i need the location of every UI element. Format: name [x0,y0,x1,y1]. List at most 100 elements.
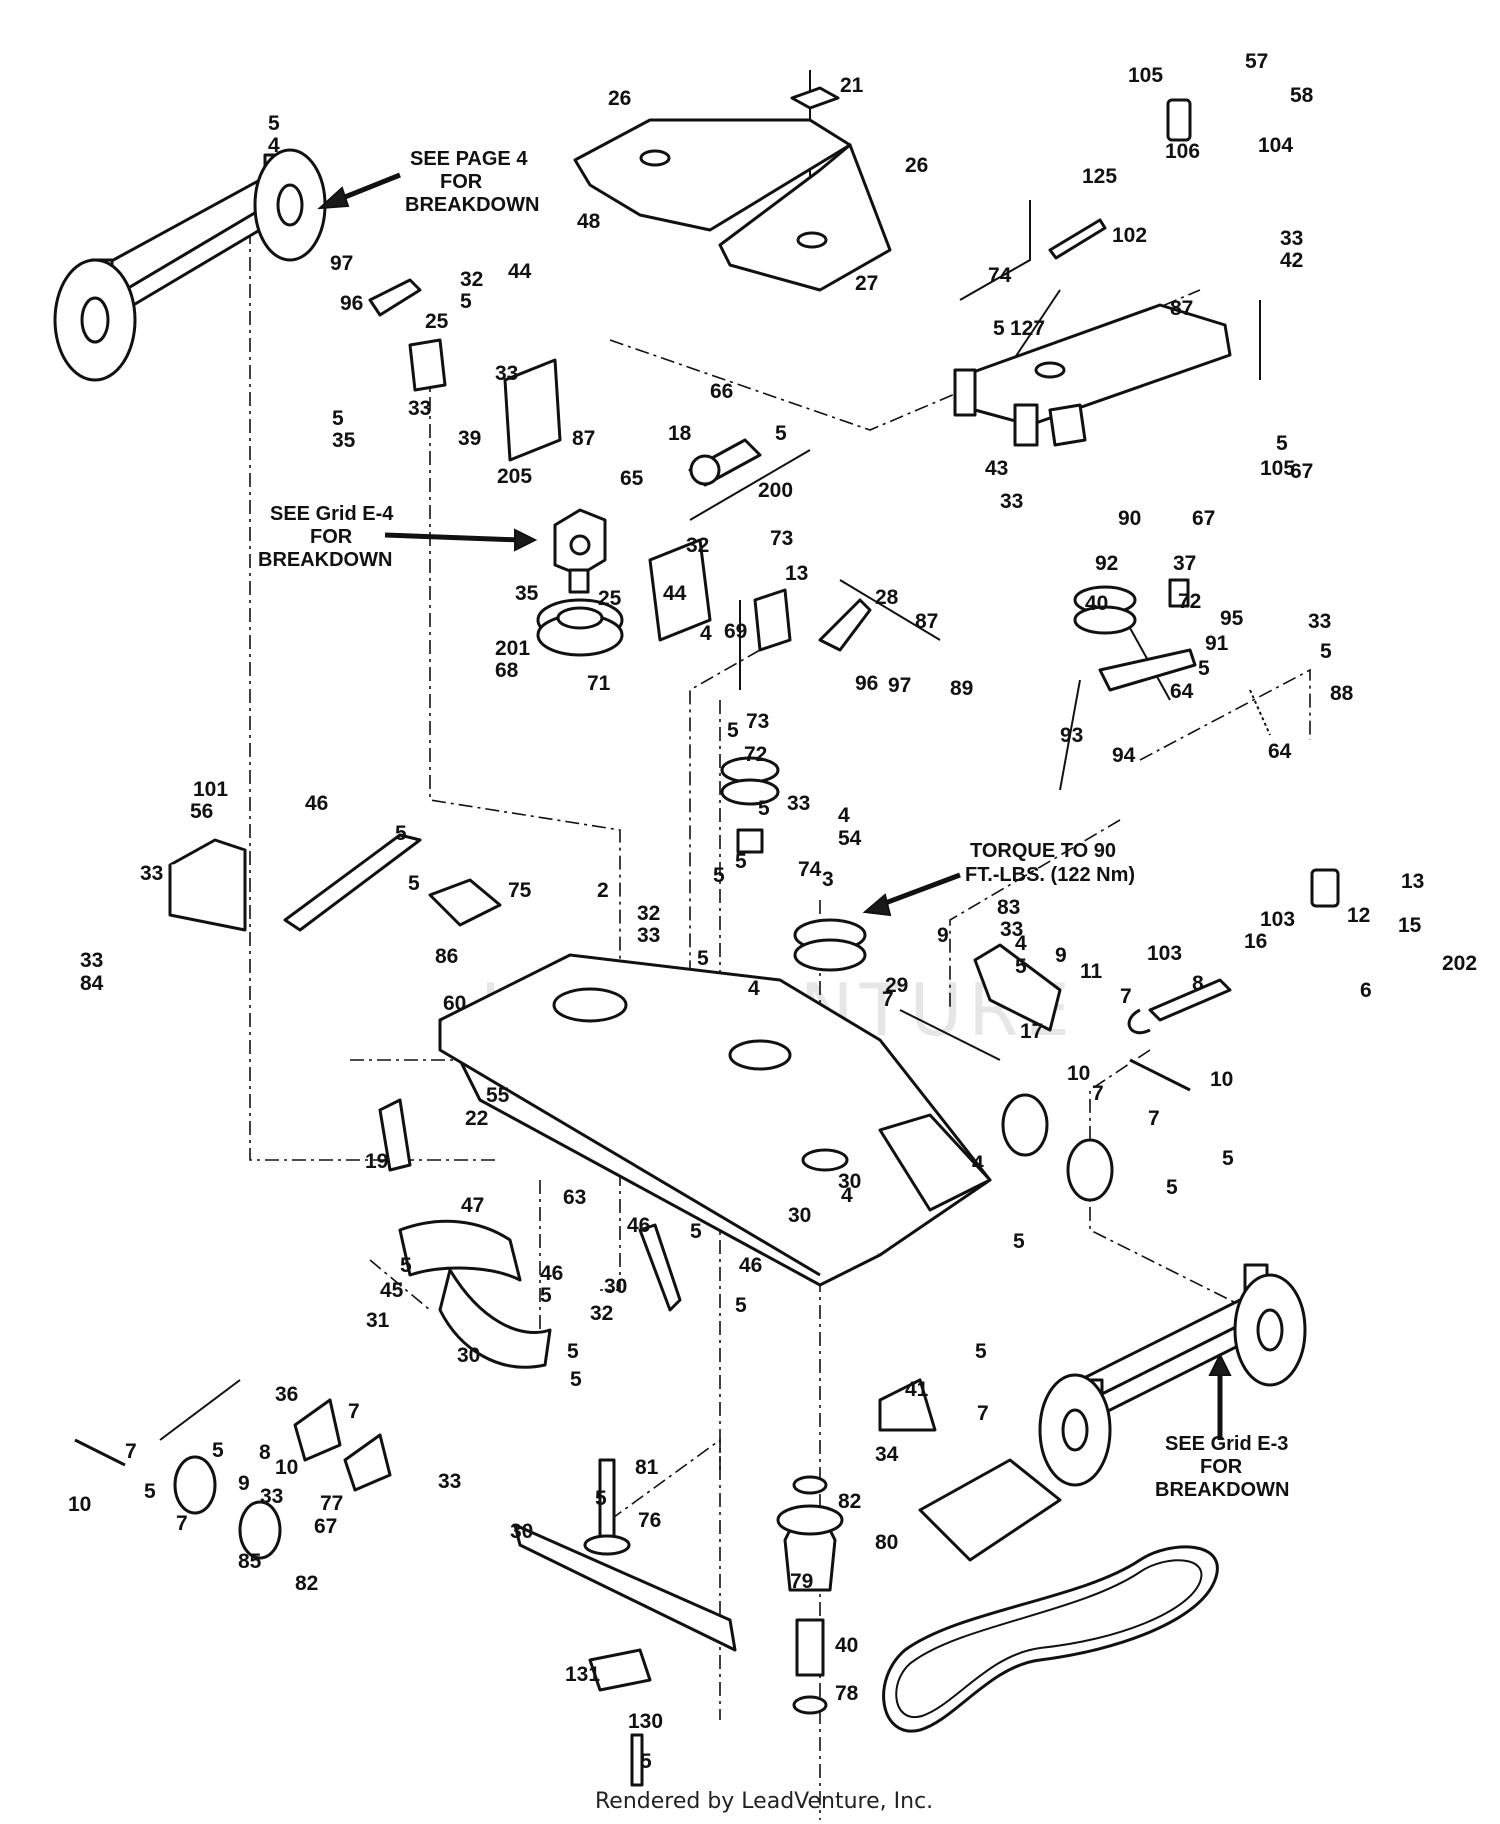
callout-label: 89 [950,677,973,700]
callout-label: 67 [1192,507,1215,530]
callout-label: 205 [497,465,532,488]
callout-label: 84 [80,972,104,995]
callout-label: 33 [80,949,103,972]
callout-label: 75 [508,879,532,902]
callout-label: 40 [835,1634,858,1657]
callout-label: 46 [305,792,328,815]
callout-label: 42 [1280,249,1303,272]
note-line: SEE Grid E-3 [1165,1433,1288,1455]
front-brackets [168,833,502,1172]
callout-label: 103 [1260,908,1295,931]
belt-shields [573,86,892,292]
callout-label: 87 [915,610,938,633]
callout-label: 69 [724,620,747,643]
note-see-grid-e3: SEE Grid E-3 FOR BREAKDOWN [1155,1433,1289,1501]
callout-label: 97 [888,674,911,697]
callout-label: 46 [627,1214,650,1237]
callout-label: 73 [770,527,793,550]
callout-label: 9 [1055,944,1067,967]
callout-label: 26 [608,87,631,110]
callout-label: 4 [700,622,712,645]
callout-label: 5 [1166,1176,1178,1199]
leader-lines [159,70,1261,1441]
callout-label: 57 [1245,50,1268,73]
callout-label: 64 [1268,740,1292,763]
callout-label: 5 [735,1294,747,1317]
caster-wheel-assembly-right [1038,1263,1307,1487]
callout-label: 9 [937,924,949,947]
callout-label: 4 [972,1152,984,1175]
callout-label: 130 [628,1710,663,1733]
callout-label: 5 [640,1750,652,1773]
callout-label: 82 [295,1572,318,1595]
callout-label: 7 [977,1402,989,1425]
callout-label: 67 [1290,460,1313,483]
callout-label: 7 [125,1440,137,1463]
callout-label: 131 [565,1663,600,1686]
height-adjust-linkage [973,868,1340,1092]
callout-label: 16 [1244,930,1267,953]
callout-label: 74 [798,858,822,881]
callout-label: 5 [212,1439,224,1462]
callout-label: 5 [1320,640,1332,663]
callout-label: 13 [1401,870,1424,893]
rollers [173,1093,1114,1560]
callout-label: 10 [275,1456,298,1479]
callout-label: 7 [882,988,894,1011]
callout-label: 79 [790,1570,813,1593]
callout-label: 91 [1205,632,1229,655]
callout-label: 5 [735,850,747,873]
callout-label: 104 [1258,134,1293,157]
callout-label: 5 [758,797,770,820]
callout-label: 82 [838,1490,861,1513]
callout-label: 202 [1442,952,1477,975]
note-line: FOR [310,526,353,548]
callout-label: 72 [1178,590,1201,613]
callout-label: 78 [835,1682,859,1705]
callout-label: 45 [380,1279,404,1302]
callout-label: 40 [1085,592,1108,615]
callout-label: 43 [985,457,1008,480]
callout-label: 10 [1067,1062,1090,1085]
callout-label: 77 [320,1492,343,1515]
callout-label: 102 [1112,224,1147,247]
callout-label: 6 [1360,979,1372,1002]
callout-label: 54 [838,827,862,850]
callout-label: 33 [637,924,660,947]
callout-label: 127 [1010,317,1045,340]
callout-label: 4 [841,1184,853,1207]
callout-label: 46 [739,1254,762,1277]
note-line: FOR [440,171,483,193]
callout-label: 5 [1222,1147,1234,1170]
note-see-grid-e4: SEE Grid E-4 FOR BREAKDOWN [258,503,538,571]
callout-label: 44 [508,260,532,283]
callout-label: 88 [1330,682,1354,705]
callout-label: 103 [1147,942,1182,965]
callout-label: 7 [1120,985,1132,1008]
note-line: TORQUE TO 90 [970,840,1116,862]
callout-label: 39 [458,427,481,450]
callout-label: 10 [1210,1068,1233,1091]
callout-label: 90 [1118,507,1141,530]
callout-label: 5 [713,864,725,887]
callout-label: 106 [1165,140,1200,163]
note-see-page-4: SEE PAGE 4 FOR BREAKDOWN [405,148,539,216]
callout-label: 94 [1112,744,1136,767]
callout-label: 26 [905,154,928,177]
callout-label: 33 [1280,227,1303,250]
callout-label: 60 [443,992,466,1015]
note-line: BREAKDOWN [405,194,539,216]
callout-label: 5 [408,872,420,895]
callout-label: 5 [400,1254,412,1277]
callout-label: 21 [840,74,864,97]
callout-label: 7 [176,1512,188,1535]
callout-label: 30 [788,1204,811,1227]
callout-label: 11 [1080,960,1103,983]
callout-label: 5 [540,1284,552,1307]
callout-label: 5 [993,317,1005,340]
idler-arm-bracket [953,98,1232,447]
callout-label: 33 [787,792,810,815]
callout-label: 97 [330,252,353,275]
callout-label: 5 [975,1340,987,1363]
callout-label: 125 [1082,165,1117,188]
